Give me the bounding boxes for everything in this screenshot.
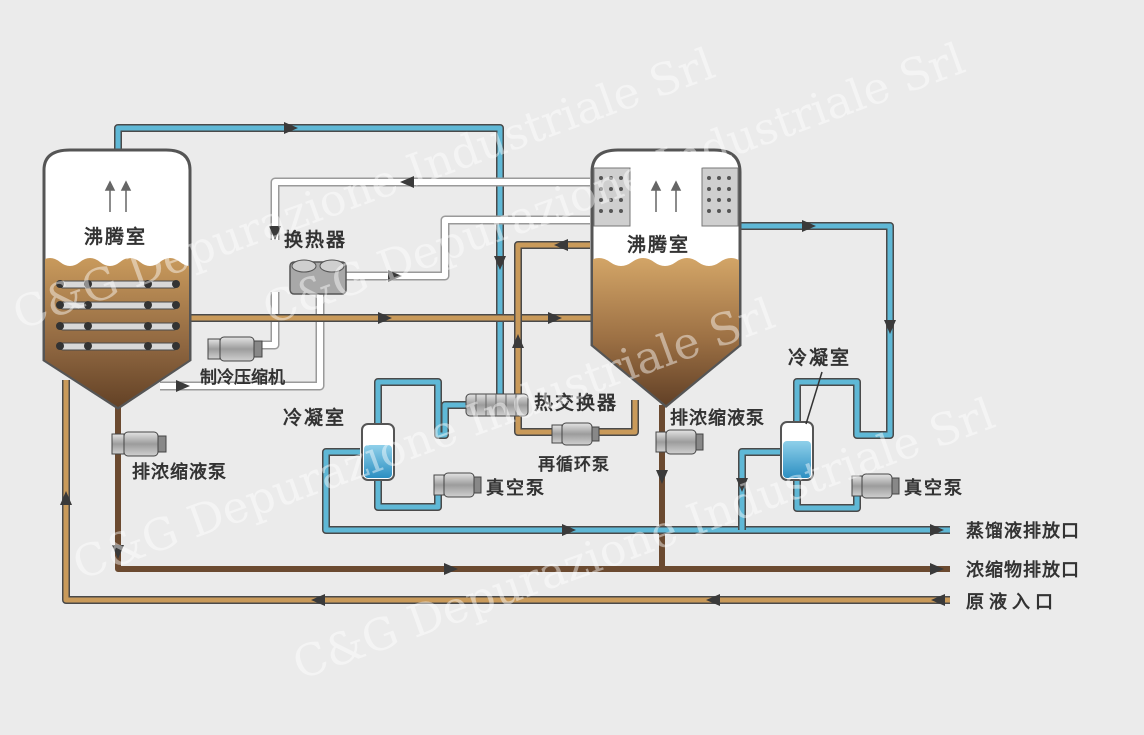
- arrow-icon: [931, 594, 945, 606]
- recirculation-pump: 再循环泵: [538, 422, 610, 475]
- refrigeration-compressor: 制冷压缩机: [200, 336, 285, 388]
- distillate-outlet-label: 蒸馏液排放口: [966, 520, 1080, 542]
- arrow-icon: [512, 334, 524, 348]
- compressor-label: 制冷压缩机: [200, 367, 285, 388]
- arrow-icon: [736, 478, 748, 492]
- drain-pump-right: 排浓缩液泵: [655, 407, 765, 455]
- recirculation-pipe: [514, 241, 639, 436]
- arrow-icon: [562, 524, 576, 536]
- arrow-icon: [176, 380, 190, 392]
- arrow-icon: [112, 545, 124, 559]
- heat-exchanger-label: 换热器: [284, 228, 347, 251]
- feed-pipe: [62, 314, 950, 604]
- vacuum-pump-left: 真空泵: [433, 472, 546, 499]
- boiling-chamber-left: 沸腾室: [42, 148, 192, 410]
- vacuum-pump-right: 真空泵: [851, 473, 964, 499]
- arrow-icon: [884, 320, 896, 334]
- drain-pump-left-label: 排浓缩液泵: [132, 461, 227, 483]
- drain-pump-right-label: 排浓缩液泵: [670, 407, 765, 429]
- demister-right-icon: [701, 167, 739, 227]
- condenser-right: 冷凝室: [780, 346, 851, 481]
- vapor-arrows-icon: [104, 180, 132, 212]
- arrow-icon: [284, 122, 298, 134]
- arrow-icon: [930, 563, 944, 575]
- vapor-arrows-icon: [650, 180, 682, 212]
- arrow-icon: [494, 256, 506, 270]
- refrigerant-heat-exchanger: 换热器: [284, 228, 347, 295]
- flow-arrows: [60, 122, 945, 606]
- arrow-icon: [400, 176, 414, 188]
- drain-pump-left: 排浓缩液泵: [111, 431, 227, 483]
- demister-left-icon: [593, 167, 631, 227]
- vacuum-pump-left-label: 真空泵: [486, 477, 546, 499]
- arrow-icon: [930, 524, 944, 536]
- plate-heat-exchanger-label: 热交换器: [534, 391, 618, 414]
- condenser-right-label: 冷凝室: [788, 346, 851, 369]
- recirculation-pump-label: 再循环泵: [538, 454, 610, 475]
- arrow-icon: [311, 594, 325, 606]
- arrow-icon: [548, 312, 562, 324]
- boiling-chamber-left-label: 沸腾室: [84, 225, 147, 248]
- arrow-icon: [60, 491, 72, 505]
- heating-coils: [56, 280, 180, 351]
- arrow-icon: [388, 270, 402, 282]
- outlets: 蒸馏液排放口 浓缩物排放口 原液入口: [966, 520, 1080, 613]
- arrow-icon: [656, 470, 668, 484]
- arrow-icon: [706, 594, 720, 606]
- refrigerant-pipes: [160, 177, 590, 391]
- arrow-icon: [554, 239, 568, 251]
- plate-heat-exchanger: 热交换器: [465, 391, 618, 417]
- arrow-icon: [444, 563, 458, 575]
- concentrate-outlet-label: 浓缩物排放口: [966, 559, 1080, 581]
- pipes: [62, 124, 950, 604]
- condenser-left: 冷凝室: [283, 406, 395, 481]
- arrow-icon: [269, 226, 281, 240]
- vacuum-pump-right-label: 真空泵: [904, 477, 964, 499]
- raw-inlet-label: 原液入口: [966, 591, 1058, 613]
- boiling-chamber-right-label: 沸腾室: [627, 233, 690, 256]
- condenser-left-label: 冷凝室: [283, 406, 346, 429]
- arrow-icon: [802, 220, 816, 232]
- arrow-icon: [378, 312, 392, 324]
